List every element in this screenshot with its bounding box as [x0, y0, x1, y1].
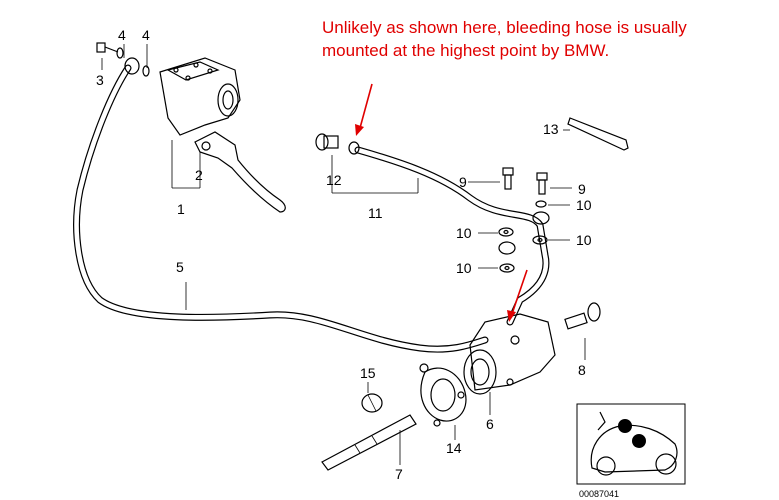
- part-labels: 3 4 4 2 1 12 11 5 13 9 9 10 10 10 10 8 1…: [96, 27, 592, 482]
- label-part-9-a: 9: [459, 174, 467, 190]
- thumbnail-code: 00087041: [579, 489, 619, 499]
- cable-strap-13: [567, 117, 629, 151]
- label-part-10-a: 10: [576, 197, 592, 213]
- label-part-14: 14: [446, 440, 462, 456]
- bolts-9: [502, 167, 548, 195]
- bushing-15: [361, 393, 383, 413]
- clutch-lever: [194, 131, 286, 213]
- bleed-fitting-12: [315, 133, 360, 155]
- label-part-2: 2: [195, 167, 203, 183]
- note-line-2: mounted at the highest point by BMW.: [322, 41, 610, 60]
- bleeding-hose-note: Unlikely as shown here, bleeding hose is…: [322, 16, 762, 62]
- label-part-7: 7: [395, 466, 403, 482]
- label-part-13: 13: [543, 121, 559, 137]
- label-part-4-b: 4: [142, 27, 150, 43]
- label-part-9-b: 9: [578, 181, 586, 197]
- red-arrows: [355, 83, 528, 322]
- master-cylinder: [159, 57, 241, 136]
- pipe-11: [354, 146, 550, 326]
- label-part-3: 3: [96, 72, 104, 88]
- banjo-bolt-and-washers: [96, 42, 150, 77]
- label-part-6: 6: [486, 416, 494, 432]
- note-line-1: Unlikely as shown here, bleeding hose is…: [322, 18, 687, 37]
- label-part-8: 8: [578, 362, 586, 378]
- push-rod-7: [321, 414, 417, 471]
- label-part-12: 12: [326, 172, 342, 188]
- label-part-10-d: 10: [456, 260, 472, 276]
- bolt-8: [564, 302, 601, 330]
- label-part-4-a: 4: [118, 27, 126, 43]
- label-part-1: 1: [177, 201, 185, 217]
- label-part-10-c: 10: [576, 232, 592, 248]
- label-part-11: 11: [368, 205, 383, 221]
- leader-lines: [101, 44, 586, 465]
- slave-cylinder: [463, 313, 556, 395]
- label-part-15: 15: [360, 365, 376, 381]
- washers-10: [498, 200, 550, 273]
- label-part-5: 5: [176, 259, 184, 275]
- motorcycle-thumbnail: 00087041: [576, 403, 686, 499]
- label-part-10-b: 10: [456, 225, 472, 241]
- hose-5: [73, 64, 489, 353]
- gasket-14: [419, 363, 467, 427]
